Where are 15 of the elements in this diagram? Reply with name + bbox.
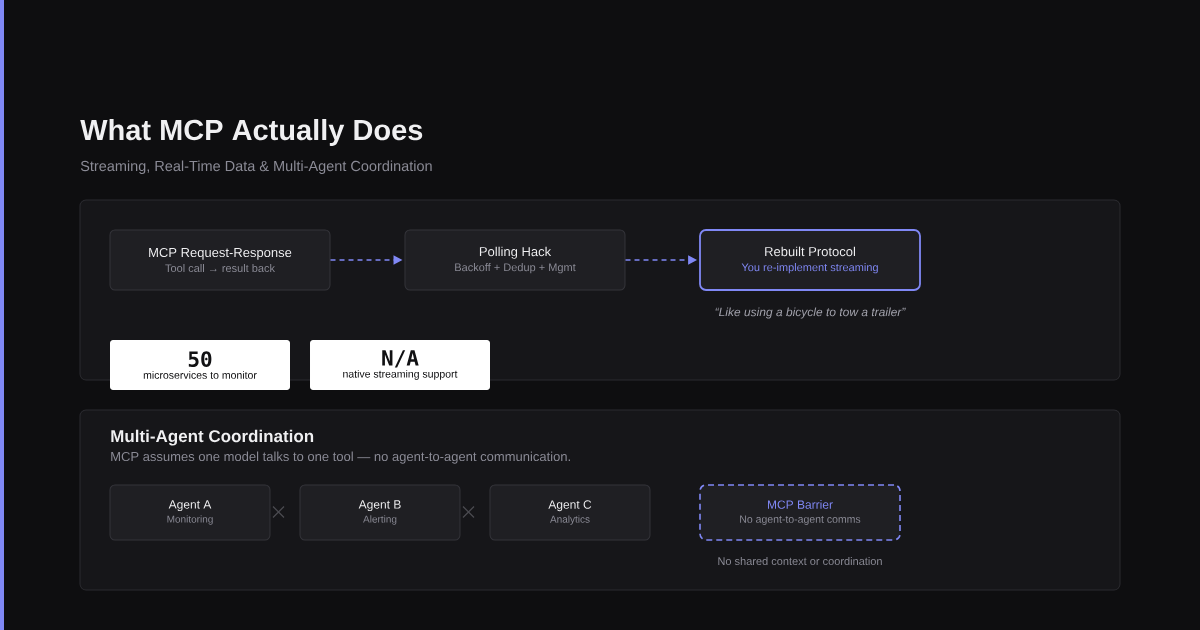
process-box: Polling Hack Backoff + Dedup + Mgmt — [404, 229, 626, 291]
quote-text: “Like using a bicycle to tow a trailer” — [715, 307, 906, 319]
stat-card: 50 microservices to monitor — [110, 340, 290, 390]
section-heading: Multi-Agent Coordination — [111, 429, 314, 446]
barrier-box: MCP Barrier No agent-to-agent comms — [699, 484, 901, 541]
subtitle: Streaming, Real-Time Data & Multi-Agent Coordination — [80, 160, 432, 174]
agent-box: Agent A Monitoring — [109, 484, 271, 541]
description-text: MCP assumes one model talks to one tool — no agent-to-agent communication. — [111, 451, 570, 464]
process-box: MCP Request-Response Tool call → result back — [109, 229, 331, 291]
agent-box: Agent B Alerting — [299, 484, 461, 541]
process-box: Rebuilt Protocol You re-implement streaming — [699, 229, 921, 291]
stat-card: N/A native streaming support — [310, 340, 490, 390]
note-text: No shared context or coordination — [718, 556, 882, 566]
title: What MCP Actually Does — [80, 119, 423, 146]
agent-box: Agent C Analytics — [489, 484, 651, 541]
